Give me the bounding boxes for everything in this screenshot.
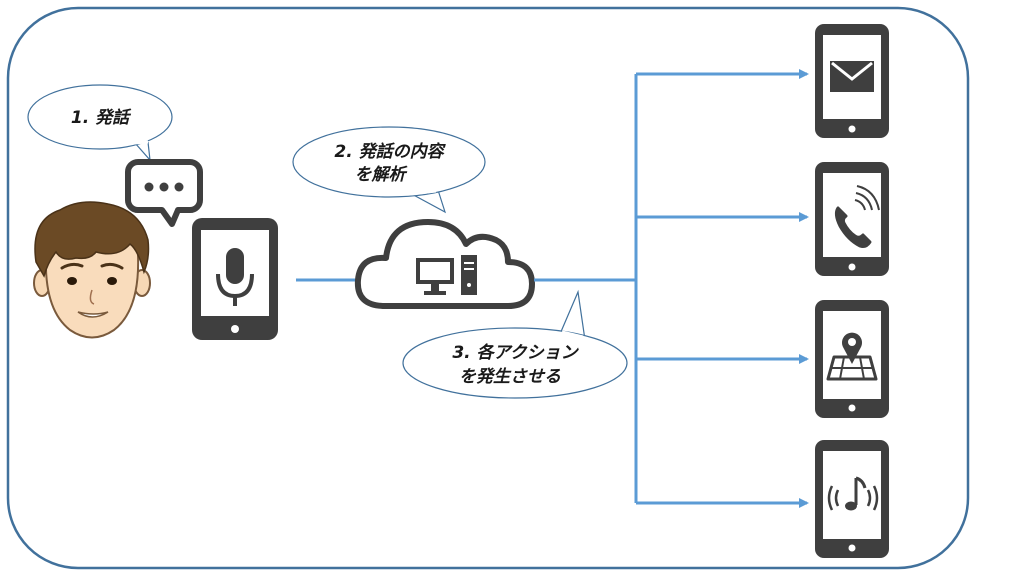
- smartphone-mic: [192, 218, 278, 340]
- bubble-action-line2: を発生させる: [459, 367, 561, 387]
- bubble-analyze-line1: 2. 発話の内容: [334, 142, 446, 162]
- device-phone: [815, 162, 889, 276]
- bubble-analyze: 2. 発話の内容 を解析: [292, 126, 486, 214]
- device-music: [815, 440, 889, 558]
- cloud-server-icon: [354, 219, 535, 309]
- bubble-speak-text: 1. 発話: [71, 108, 132, 128]
- map-pin-icon: [826, 332, 878, 381]
- outer-frame: [6, 6, 970, 570]
- device-mail: [815, 24, 889, 138]
- music-icon: [827, 476, 879, 511]
- bubble-action-line1: 3. 各アクション: [452, 343, 579, 363]
- phone-call-icon: [834, 185, 880, 248]
- chat-bubble-icon: [125, 159, 203, 227]
- bubble-action: 3. 各アクション を発生させる: [402, 289, 628, 399]
- desktop-computer-icon: [416, 255, 477, 295]
- bubble-analyze-line2: を解析: [355, 165, 409, 185]
- branch-connectors: [634, 69, 809, 508]
- mail-icon: [830, 61, 874, 92]
- device-map: [815, 300, 889, 418]
- bubble-speak: 1. 発話: [27, 84, 173, 162]
- person-avatar-icon: [33, 201, 151, 339]
- microphone-icon: [216, 248, 254, 306]
